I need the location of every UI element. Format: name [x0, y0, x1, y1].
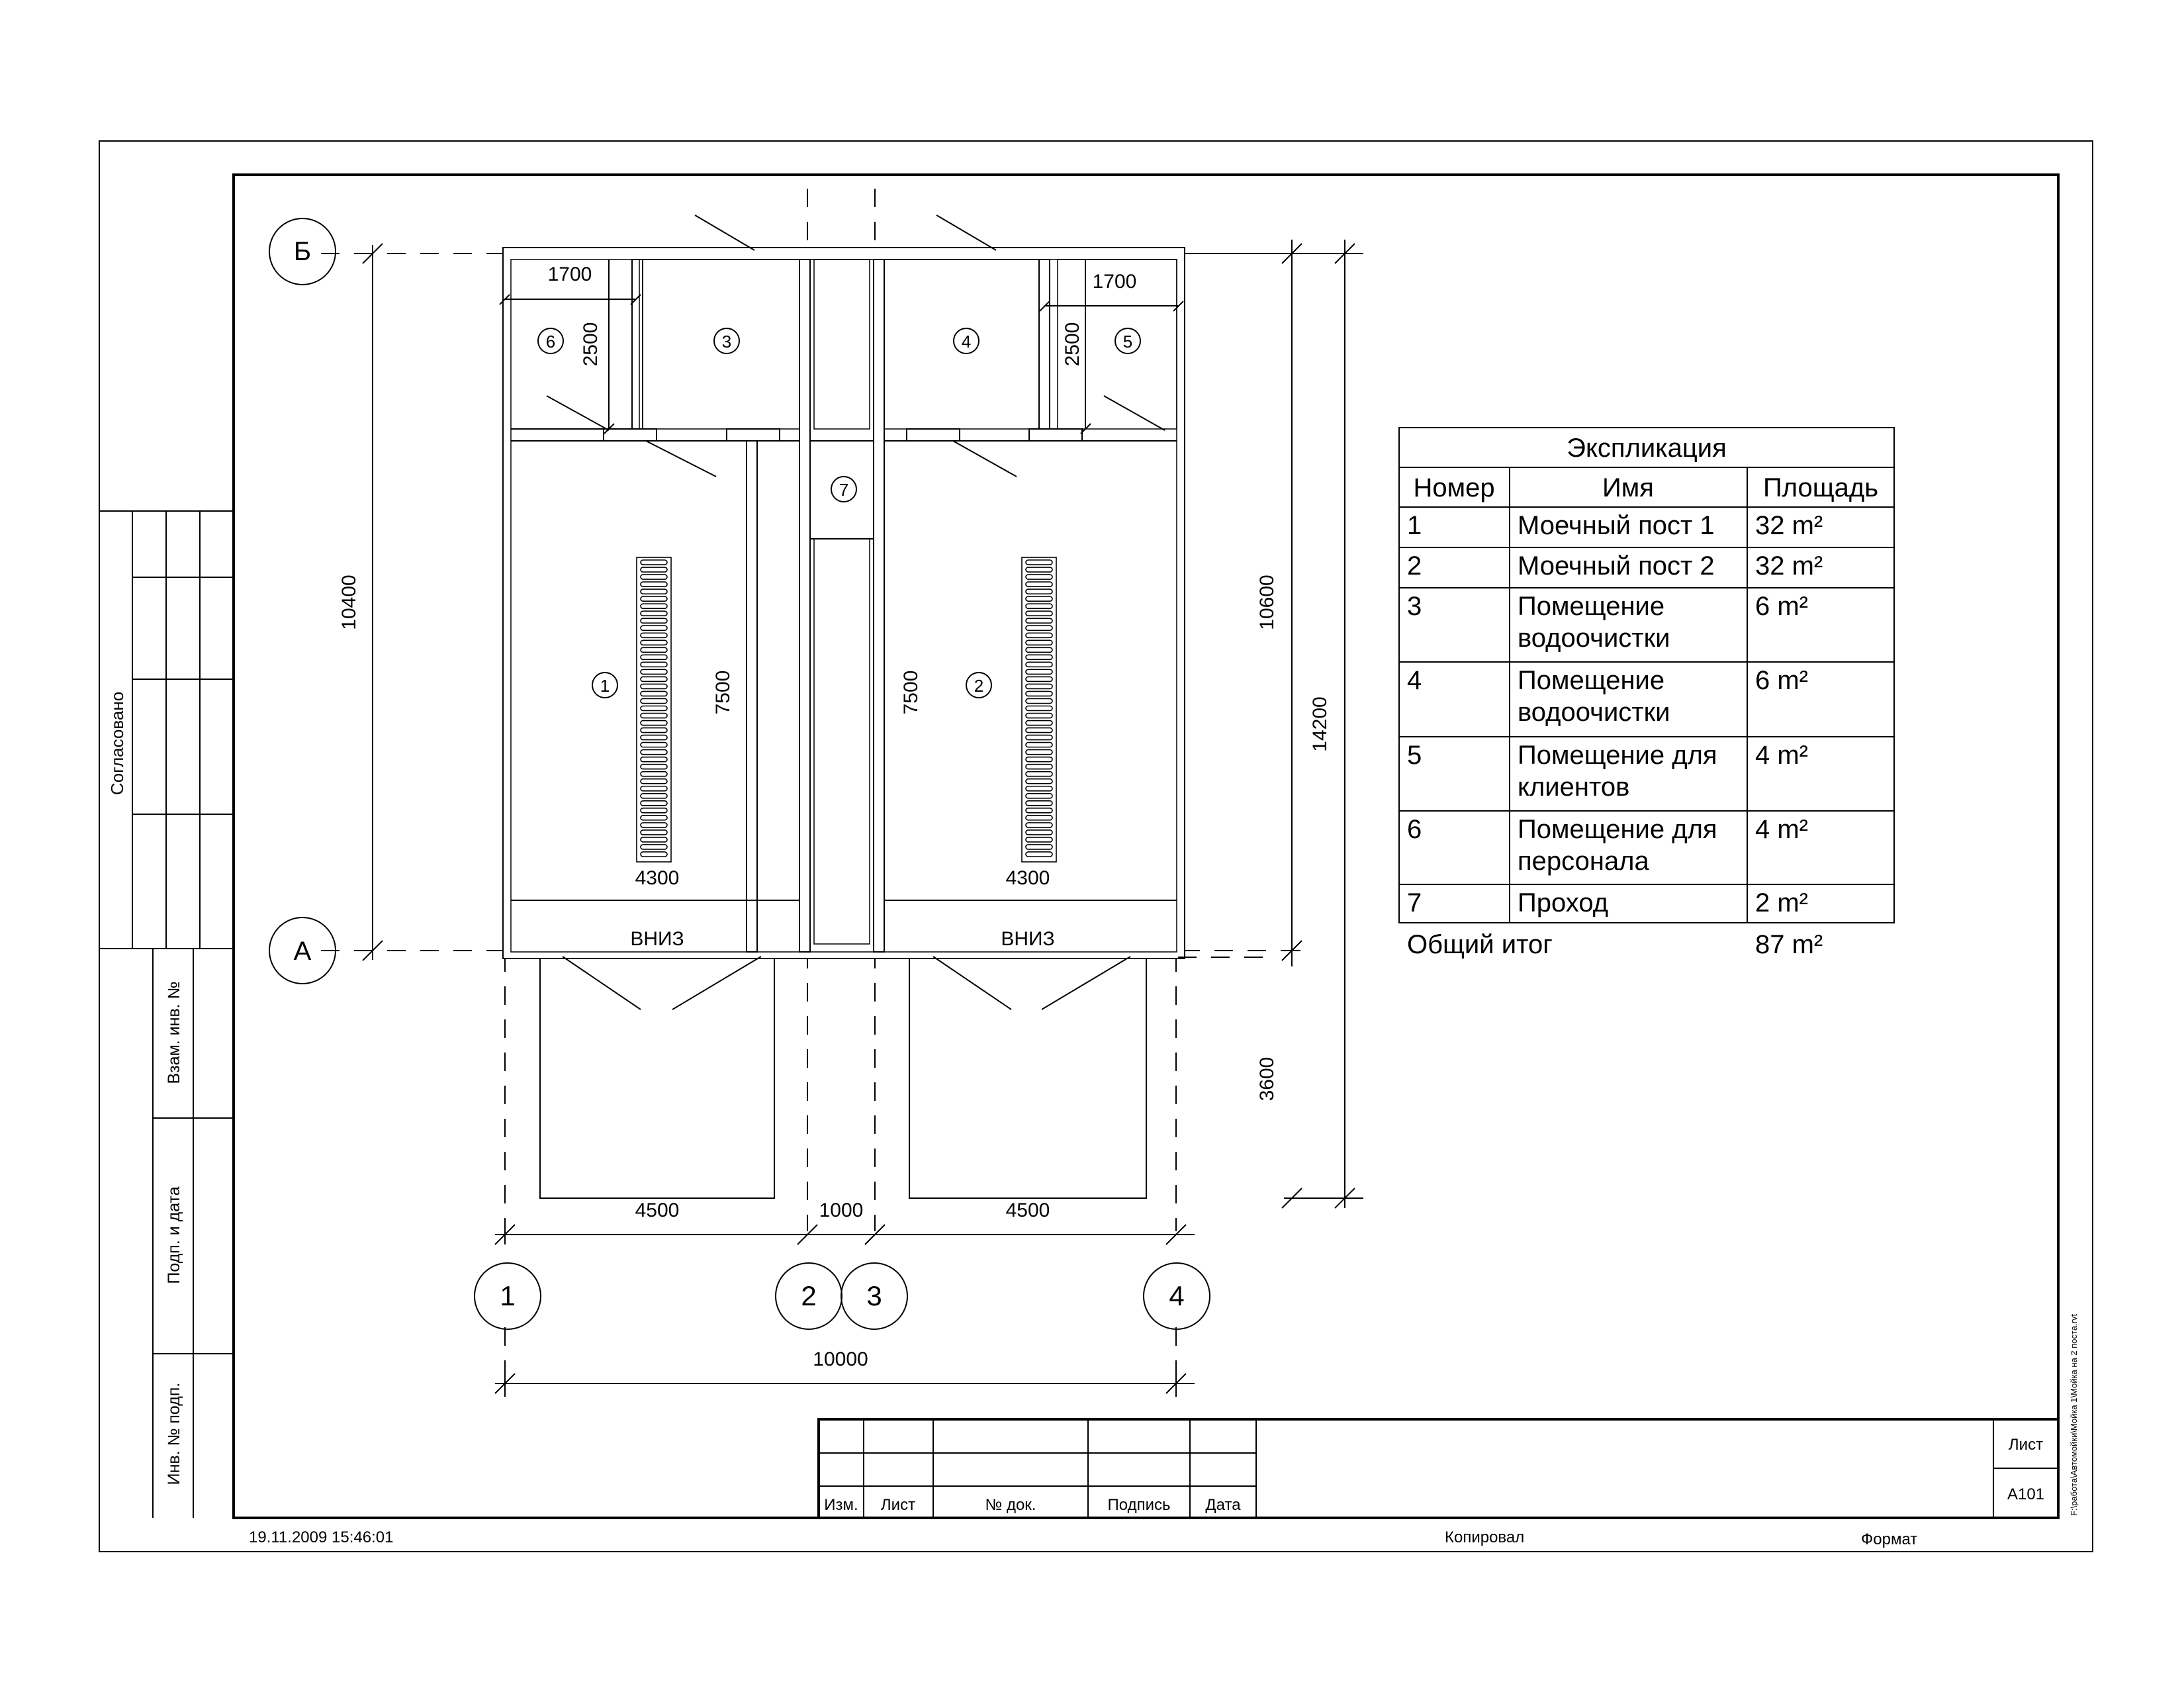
axis-label-2: 2 [801, 1280, 816, 1311]
total-label: Общий итог [1407, 930, 1553, 959]
agreed-label: Согласовано [107, 692, 127, 795]
col-doc: № док. [985, 1496, 1036, 1514]
cell-number: 4 [1407, 666, 1422, 695]
outer-wall [502, 247, 1185, 959]
drain-grate [1021, 557, 1057, 863]
room-tag-3: 3 [722, 332, 731, 352]
col-date: Дата [1205, 1496, 1241, 1514]
dim-post2-h: 7500 [900, 671, 922, 715]
dim-top-left: 1700 [548, 263, 592, 285]
cell-number: 2 [1407, 551, 1422, 581]
dim-bottom-total: 10000 [813, 1348, 868, 1370]
cell-name: Проход [1518, 888, 1608, 917]
cell-number: 1 [1407, 511, 1422, 540]
copied-label: Копировал [1445, 1528, 1524, 1546]
drain-grate [636, 557, 672, 863]
cell-number: 3 [1407, 592, 1422, 621]
dim-post1-h: 7500 [712, 671, 734, 715]
axis-label-3: 3 [866, 1280, 882, 1311]
sheet-number: А101 [2007, 1485, 2044, 1503]
cell-name: водоочистки [1518, 624, 1670, 653]
explication-title: Экспликация [1567, 434, 1727, 463]
dim-bottom-left: 4500 [635, 1199, 680, 1221]
axis-label-b: Б [294, 237, 311, 266]
axis-label-a: А [294, 937, 312, 966]
cell-name: Моечный пост 1 [1518, 511, 1715, 540]
room-tags: 1 2 3 4 5 6 7 [537, 328, 1141, 698]
cell-area: 4 m² [1755, 815, 1808, 844]
cell-number: 5 [1407, 741, 1422, 770]
total-value: 87 m² [1755, 930, 1823, 959]
cell-area: 6 m² [1755, 592, 1808, 621]
floor-plan [321, 189, 1350, 1231]
room-tag-7: 7 [839, 480, 848, 500]
dim-post2-w: 4300 [1006, 867, 1050, 889]
cell-area: 6 m² [1755, 666, 1808, 695]
cell-area: 32 m² [1755, 551, 1823, 581]
col-list: Лист [881, 1496, 915, 1514]
axis-bubble-b [269, 218, 336, 285]
axis-bubble-3 [841, 1262, 908, 1330]
room-tag-2: 2 [974, 676, 983, 696]
axis-label-4: 4 [1169, 1280, 1184, 1311]
dim-left-room-h: 2500 [580, 322, 602, 367]
header-number: Номер [1413, 473, 1494, 502]
dim-post1-w: 4300 [635, 867, 680, 889]
cell-area: 32 m² [1755, 511, 1823, 540]
timestamp: 19.11.2009 15:46:01 [249, 1528, 393, 1546]
stair-label-right: ВНИЗ [1001, 928, 1054, 950]
cell-name: Помещение для [1518, 741, 1717, 770]
cell-name: Моечный пост 2 [1518, 551, 1715, 581]
room-tag-5: 5 [1123, 332, 1132, 352]
vzam-label: Взам. инв. № [165, 982, 183, 1084]
podp-label: Подп. и дата [165, 1186, 183, 1284]
dimensions: 10400 10600 14200 3600 1700 1700 2500 25… [338, 240, 1363, 1397]
format-label: Формат [1861, 1530, 1917, 1548]
axis-bubble-a [269, 917, 336, 984]
dim-canopy: 3600 [1256, 1057, 1278, 1102]
axis-label-1: 1 [500, 1280, 515, 1311]
stair-label-left: ВНИЗ [630, 928, 684, 950]
cell-name: водоочистки [1518, 698, 1670, 727]
room-tag-6: 6 [546, 332, 555, 352]
grid-bubbles: Б А 1 2 3 4 [269, 218, 1210, 1330]
cell-area: 2 m² [1755, 888, 1808, 917]
dim-right-total: 14200 [1309, 696, 1331, 751]
cell-name: Помещение [1518, 592, 1664, 621]
room-tag-1: 1 [600, 676, 610, 696]
cell-name: Помещение [1518, 666, 1664, 695]
cell-number: 6 [1407, 815, 1422, 844]
dim-right-room-h: 2500 [1062, 322, 1083, 367]
axis-bubble-1 [474, 1262, 541, 1330]
dim-bottom-mid: 1000 [819, 1199, 864, 1221]
sheet-label: Лист [2009, 1436, 2043, 1454]
dim-bottom-right: 4500 [1006, 1199, 1050, 1221]
axis-bubble-4 [1143, 1262, 1210, 1330]
dim-top-right: 1700 [1093, 271, 1137, 293]
title-block: Изм. Лист № док. Подпись Дата Лист А101 [817, 1418, 2060, 1519]
col-sign: Подпись [1108, 1496, 1171, 1514]
outer-frame [99, 140, 2093, 1552]
file-path: F:\работа\Автомойки\Мойка 1\Мойка на 2 п… [2069, 1313, 2079, 1516]
dim-right-inner: 10600 [1256, 575, 1278, 630]
cell-name: Помещение для [1518, 815, 1717, 844]
room-tag-4: 4 [962, 332, 971, 352]
col-izm: Изм. [824, 1496, 858, 1514]
cell-number: 7 [1407, 888, 1422, 917]
dim-left-total: 10400 [338, 575, 360, 630]
cell-name: персонала [1518, 847, 1650, 876]
header-name: Имя [1602, 473, 1654, 502]
side-stamp: Согласовано Взам. инв. № Подп. и дата Ин… [99, 510, 234, 1518]
inv-label: Инв. № подп. [165, 1383, 183, 1485]
cell-area: 4 m² [1755, 741, 1808, 770]
header-area: Площадь [1763, 473, 1878, 502]
cell-name: клиентов [1518, 773, 1629, 802]
